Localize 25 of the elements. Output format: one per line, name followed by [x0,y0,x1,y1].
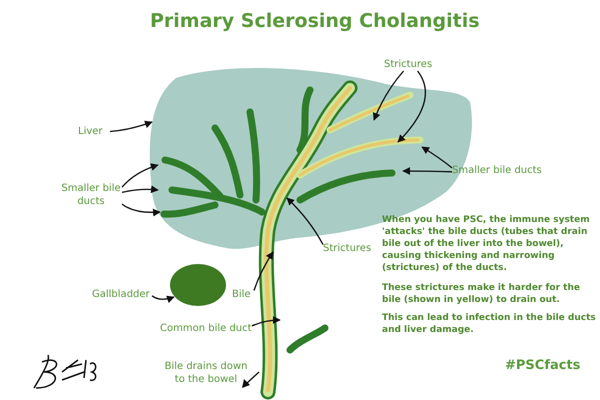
part-label: Common bile duct [160,322,252,335]
explanation-paragraph: This can lead to infection in the bile ducts and liver damage. [382,312,596,336]
part-label: Smaller bile ducts [60,182,122,208]
part-label: Smaller bile ducts [452,164,552,177]
leader-arrow [152,295,175,303]
diagram-title: Primary Sclerosing Cholangitis [150,10,480,32]
leader-arrow [253,251,274,291]
leader-arrow [252,316,281,326]
leader-arrow [110,120,153,132]
part-label: Gallbladder [92,288,152,301]
part-label: Bile drains down to the bowel [158,360,254,386]
leader-arrow [373,70,404,121]
part-label: Strictures [323,242,379,255]
part-label: Liver [78,125,110,138]
leader-arrow [122,204,161,216]
explanation-paragraph: These strictures make it harder for the bile (shown in yellow) to drain out. [382,282,581,306]
leader-arrow [402,167,452,175]
part-label: Strictures [384,58,440,71]
part-label: Bile [232,288,254,301]
leader-arrow [397,70,426,143]
hashtag-text: #PSCfacts [505,358,580,373]
leader-arrow [122,185,159,194]
explanation-paragraph: When you have PSC, the immune system 'attacks' the bile ducts (tubes that drain bile out of the liver into the bowel), causing thickening and narrowing (strictures) of the ducts. [382,214,591,274]
leader-arrow [421,146,452,168]
leader-arrow [122,163,159,188]
